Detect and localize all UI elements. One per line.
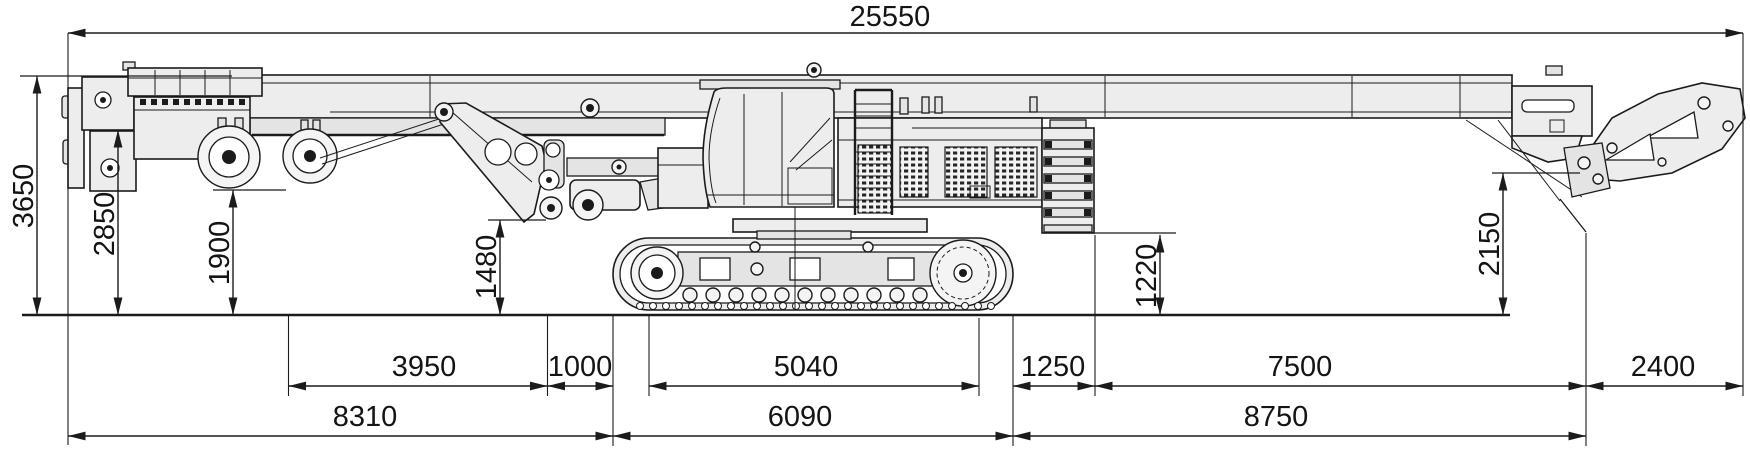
dim-height-1480-label: 1480	[471, 235, 503, 300]
dim-6090-label: 6090	[768, 401, 833, 433]
grille-panel	[857, 144, 893, 214]
dim-height-2850-label: 2850	[89, 192, 121, 257]
dim-overall-length-label: 25550	[850, 1, 931, 33]
stack-slats	[1043, 139, 1093, 233]
car-body	[732, 205, 928, 310]
dim-height-1220-label: 1220	[1131, 244, 1163, 309]
dim-overall-length: 25550	[68, 1, 1743, 38]
dim-height-sheave-block: 1900	[204, 190, 238, 315]
dim-1000-label: 1000	[548, 351, 613, 383]
crane-machine	[61, 61, 1746, 311]
road-wheels	[682, 287, 928, 303]
dim-height-overall: 3650	[8, 76, 42, 315]
dim-7500-label: 7500	[1268, 351, 1333, 383]
sheave-blocks	[197, 115, 451, 189]
counterweight-stack	[1041, 119, 1095, 234]
dim-1250-label: 1250	[1021, 351, 1086, 383]
upperworks-nose	[657, 147, 709, 209]
operator-cab	[699, 79, 841, 208]
dim-5040-label: 5040	[774, 351, 839, 383]
dim-2400-label: 2400	[1631, 351, 1696, 383]
dim-height-1900-label: 1900	[204, 221, 236, 286]
dim-row2: 8310 6090 8750	[68, 401, 1586, 441]
dim-height-rear-frame: 1220	[1131, 235, 1165, 315]
dim-8750-label: 8750	[1244, 401, 1309, 433]
grille-panel	[899, 146, 929, 198]
boom-head-tick-row	[140, 99, 245, 105]
dim-row1: 3950 1000 5040 1250 7500 2400	[288, 351, 1743, 391]
grille-panel	[994, 146, 1038, 198]
dim-height-boom-support: 1480	[471, 220, 505, 315]
dim-height-front-boom-underside: 2850	[89, 130, 123, 315]
dim-8310-label: 8310	[333, 401, 398, 433]
dim-height-boom-foot: 2150	[1474, 173, 1508, 315]
dim-height-overall-label: 3650	[8, 164, 40, 229]
dim-height-2150-label: 2150	[1474, 212, 1506, 277]
dim-3950-label: 3950	[392, 351, 457, 383]
extension-lines	[20, 33, 1744, 446]
crawler-undercarriage	[612, 237, 1014, 311]
access-ladder	[853, 88, 894, 215]
boom-foot-assembly	[1465, 82, 1746, 233]
track-pads	[636, 302, 995, 310]
grille-panel	[944, 146, 988, 198]
